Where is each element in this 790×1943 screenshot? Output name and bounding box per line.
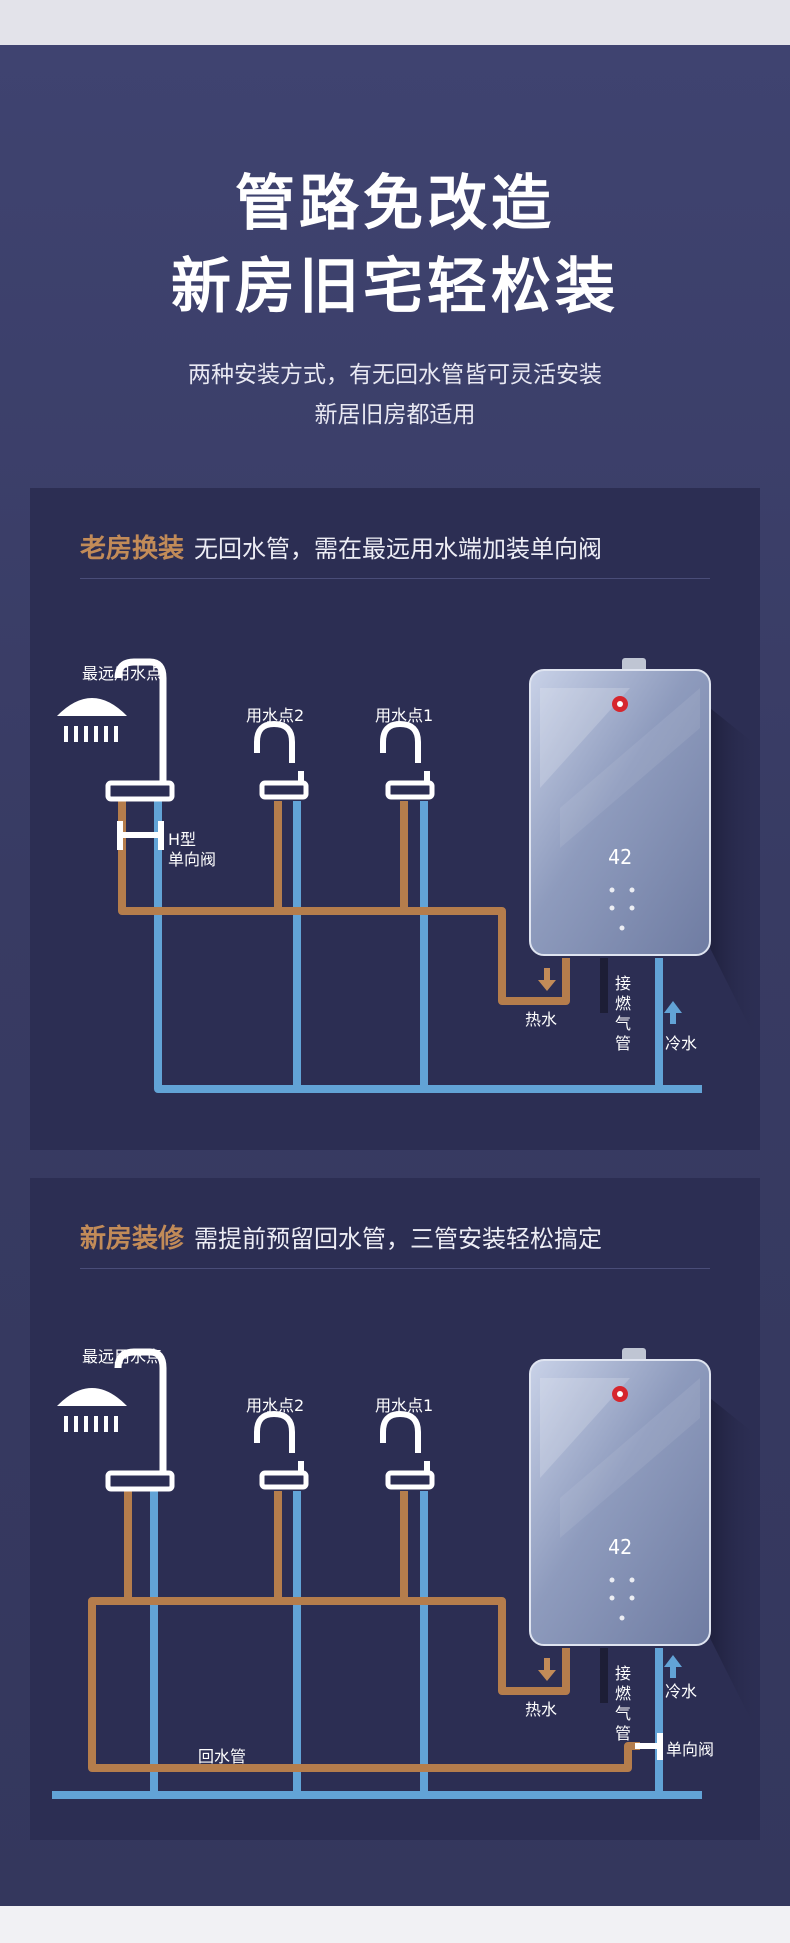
hot-arrow-icon <box>538 968 556 991</box>
point-1-label: 用水点1 <box>375 1396 434 1415</box>
faucet-2-icon <box>254 1410 309 1490</box>
check-valve-label: 单向阀 <box>666 1740 715 1759</box>
cold-water-pipe <box>52 1491 702 1799</box>
heater-shadow <box>710 1398 760 1738</box>
check-valve-icon <box>635 1733 663 1760</box>
new-house-description: 需提前预留回水管，三管安装轻松搞定 <box>194 1225 603 1253</box>
subtitle-line-2: 新居旧房都适用 <box>314 402 476 428</box>
heater-display: 42 <box>608 1535 632 1559</box>
shower-icon <box>57 1348 175 1492</box>
gas-pipe <box>600 958 608 1013</box>
point-2-label: 用水点2 <box>246 1396 305 1415</box>
top-strip <box>0 0 790 45</box>
cold-water-label: 冷水 <box>665 1034 698 1053</box>
heater-display: 42 <box>608 845 632 869</box>
cold-arrow-icon <box>664 1655 682 1678</box>
heater-shadow <box>710 708 760 1048</box>
new-house-heading: 新房装修需提前预留回水管，三管安装轻松搞定 <box>80 1218 602 1255</box>
old-house-label: 老房换装 <box>80 534 185 564</box>
gas-pipe-label: 接燃气管 <box>614 974 631 1053</box>
cold-water-pipe <box>154 801 702 1093</box>
water-heater: 42 <box>529 658 711 956</box>
old-house-diagram: 42 <box>57 658 760 1093</box>
bottom-strip <box>0 1906 790 1943</box>
heater-buttons <box>609 887 635 931</box>
valve-name-label: 单向阀 <box>168 850 217 869</box>
hot-water-pipe <box>118 801 570 1005</box>
new-house-label: 新房装修 <box>80 1224 185 1254</box>
hot-water-label: 热水 <box>525 1700 558 1719</box>
headline-line-2: 新房旧宅轻松装 <box>171 252 619 322</box>
heading-divider <box>80 1268 710 1269</box>
heater-buttons <box>609 1577 635 1621</box>
faucet-1-icon <box>380 720 435 800</box>
hot-arrow-icon <box>538 1658 556 1681</box>
far-point-label: 最远用水点 <box>82 1347 163 1366</box>
gas-pipe-label: 接燃气管 <box>614 1664 631 1743</box>
h-check-valve <box>117 821 164 850</box>
point-1-label: 用水点1 <box>375 706 434 725</box>
old-house-panel: 老房换装无回水管，需在最远用水端加装单向阀 <box>30 488 760 1150</box>
far-point-label: 最远用水点 <box>82 664 163 683</box>
cold-water-label: 冷水 <box>665 1682 698 1701</box>
faucet-1-icon <box>380 1410 435 1490</box>
old-house-description: 无回水管，需在最远用水端加装单向阀 <box>194 535 603 563</box>
faucet-2-icon <box>254 720 309 800</box>
subtitle-line-1: 两种安装方式，有无回水管皆可灵活安装 <box>188 362 602 388</box>
valve-type-label: H型 <box>168 830 197 849</box>
hot-water-pipe <box>88 1491 570 1768</box>
headline-line-1: 管路免改造 <box>235 169 555 239</box>
return-water-pipe <box>88 1601 640 1772</box>
cold-arrow-icon <box>664 1001 682 1024</box>
shower-icon <box>57 658 175 802</box>
old-house-heading: 老房换装无回水管，需在最远用水端加装单向阀 <box>80 528 602 565</box>
new-house-diagram: 42 <box>52 1348 760 1799</box>
point-2-label: 用水点2 <box>246 706 305 725</box>
water-heater: 42 <box>529 1348 711 1646</box>
gas-pipe <box>600 1648 608 1703</box>
new-house-panel: 新房装修需提前预留回水管，三管安装轻松搞定 <box>30 1178 760 1840</box>
hot-water-label: 热水 <box>525 1010 558 1029</box>
return-pipe-label: 回水管 <box>198 1747 247 1766</box>
heading-divider <box>80 578 710 579</box>
